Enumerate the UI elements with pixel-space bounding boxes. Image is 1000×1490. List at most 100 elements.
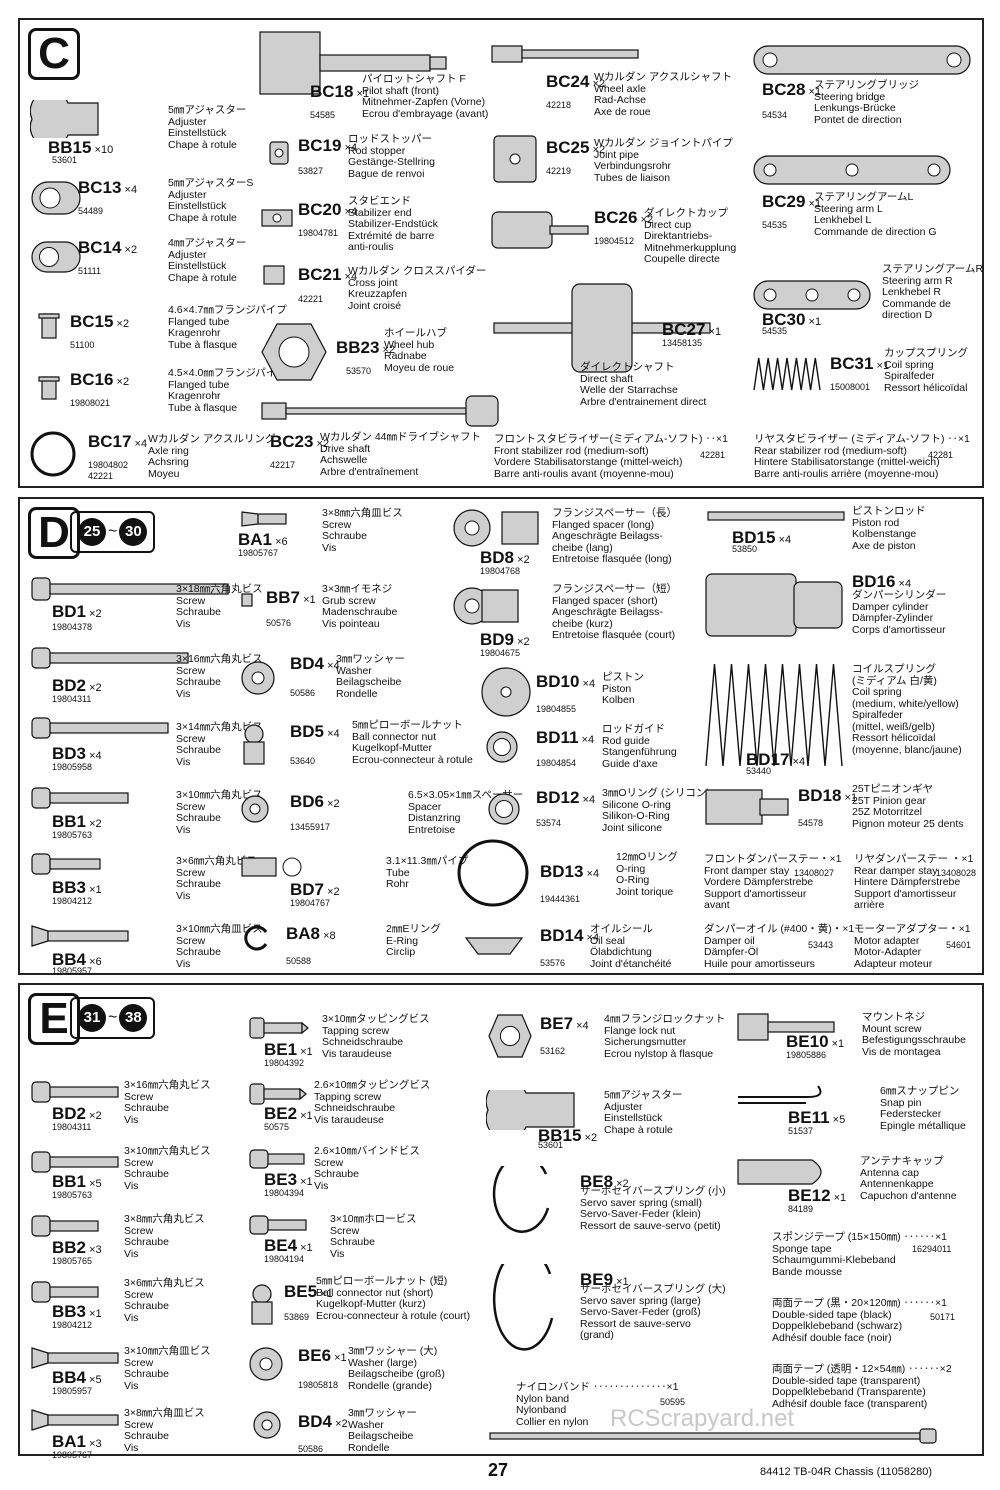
e-nylon-illustration — [488, 1428, 938, 1444]
c-bb15-part-number: 53601 — [52, 155, 78, 165]
e-bb4-illustration — [30, 1346, 120, 1370]
name-line: ダイレクトカップ — [644, 207, 728, 219]
name-line: Ecrou nylstop à flasque — [604, 1047, 714, 1060]
e-be7-illustration — [486, 1012, 534, 1060]
name-line: Schraube — [124, 1300, 169, 1312]
name-line: Flange lock nut — [604, 1024, 676, 1037]
part-quantity: ×4 — [775, 534, 792, 546]
d-bd9-illustration — [452, 586, 522, 626]
name-line: Gestänge-Stellring — [348, 156, 435, 168]
c-bc18-part-number: 54585 — [310, 110, 336, 120]
e-be8-code: BE8 ×2 — [580, 1172, 629, 1192]
part-code: BB15 — [48, 138, 92, 157]
c-bc25-code: BC25 ×2 — [546, 138, 605, 158]
c-bb15-illustration — [30, 100, 100, 138]
name-line: Capuchon d'antenne — [860, 1189, 957, 1202]
name-line: O-ring — [616, 862, 646, 875]
name-line: 3×14㎜六角丸ビス — [176, 721, 263, 733]
part-code: BD6 — [290, 792, 325, 811]
name-line: Motor-Adapter — [854, 946, 922, 958]
name-line: Pilot shaft (front) — [362, 84, 440, 97]
part-code: BA1 — [238, 530, 273, 549]
c-bc13-illustration — [30, 178, 82, 218]
name-line: 3×10㎜タッピングビス — [322, 1013, 430, 1025]
part-quantity: ×1 — [873, 360, 890, 372]
name-line: Kragenrohr — [168, 390, 221, 402]
part-quantity: ×6 — [86, 956, 102, 968]
name-line: 3×10㎜六角丸ビス — [124, 1145, 211, 1157]
name-line: Schraube — [330, 1236, 375, 1248]
c-bc20-illustration — [260, 204, 294, 232]
name-line: avant — [704, 899, 730, 911]
e-be11-code: BE11 ×5 — [788, 1108, 845, 1128]
name-line: オイルシール — [590, 923, 653, 935]
name-line: Servo saver spring (large) — [580, 1294, 701, 1307]
name-line: cheibe (lang) — [552, 541, 613, 554]
part-quantity: ×2 — [324, 798, 340, 810]
part-code: BC16 — [70, 370, 114, 389]
c-bc17-illustration — [28, 430, 78, 478]
e-sponge-part-number: 16294011 — [912, 1244, 952, 1254]
d-bd4-part-number: 50586 — [290, 688, 316, 698]
d-bd7-illustration — [240, 856, 304, 878]
name-line: ステアリングアームR — [882, 263, 984, 275]
e-be2-code: BE2 ×1 — [264, 1104, 313, 1124]
name-line: Kragenrohr — [168, 327, 221, 339]
e-be12-code: BE12 ×1 — [788, 1186, 846, 1206]
name-line: Silikon-O-Ring — [602, 810, 670, 822]
name-line: Kolbenstange — [852, 528, 917, 540]
c-bc21-part-number: 42221 — [298, 294, 324, 304]
d-bd17-names: コイルスプリング(ミディアム 白/黄)Coil spring(medium, w… — [852, 663, 962, 756]
name-line: Distanzring — [408, 812, 461, 824]
name-line: Collier en nylon — [516, 1415, 589, 1428]
e-be7-part-number: 53162 — [540, 1046, 566, 1056]
e-bd4-illustration — [252, 1410, 282, 1440]
name-line: 5㎜ピローボールナット (短) — [316, 1275, 448, 1287]
name-line: Piston rod — [852, 516, 900, 529]
name-line: Tapping screw — [314, 1090, 382, 1103]
d-bd2-illustration — [30, 646, 190, 670]
part-code: BA1 — [52, 1432, 87, 1451]
d-bd3-illustration — [30, 716, 170, 740]
part-code: BE2 — [264, 1104, 298, 1123]
e-bb2-code: BB2 ×3 — [52, 1238, 102, 1258]
name-line: Hintere Dämpferstrebe — [854, 876, 961, 888]
e-be8-illustration — [488, 1166, 552, 1250]
part-quantity: ×4 — [579, 678, 596, 690]
d-ba1-part-number: 19805767 — [238, 548, 279, 558]
name-line: Schraube — [124, 1168, 169, 1180]
name-line: Angeschrägte Beilagss- — [552, 530, 663, 542]
part-quantity: ×1 — [613, 1276, 629, 1288]
part-quantity: ×4 — [131, 438, 148, 450]
e-be7-code: BE7 ×4 — [540, 1014, 589, 1034]
name-line: Double-sided tape (transparent) — [772, 1374, 921, 1387]
d-bd18-part-number: 54578 — [798, 818, 824, 828]
name-line: 25T Pinion gear — [852, 794, 926, 807]
name-line: Screw — [314, 1156, 344, 1169]
name-line: Joint torique — [616, 885, 674, 898]
name-line: 3㎜ワッシャー — [348, 1407, 417, 1419]
d-bd9-code: BD9 ×2 — [480, 630, 530, 650]
name-line: 3×18㎜六角丸ビス — [176, 583, 263, 595]
name-line: Vis — [176, 957, 191, 970]
d-bd12-part-number: 53574 — [536, 818, 562, 828]
name-line: Barre anti-roulis avant (moyenne-mou) — [494, 467, 674, 480]
name-line: Lenkhebel R — [882, 286, 941, 298]
e-be6-part-number: 19805818 — [298, 1380, 339, 1390]
c-bc28-illustration — [752, 28, 972, 92]
name-line: Pontet de direction — [814, 113, 902, 126]
name-line: Sponge tape — [772, 1242, 832, 1255]
d-bd3-code: BD3 ×4 — [52, 744, 102, 764]
